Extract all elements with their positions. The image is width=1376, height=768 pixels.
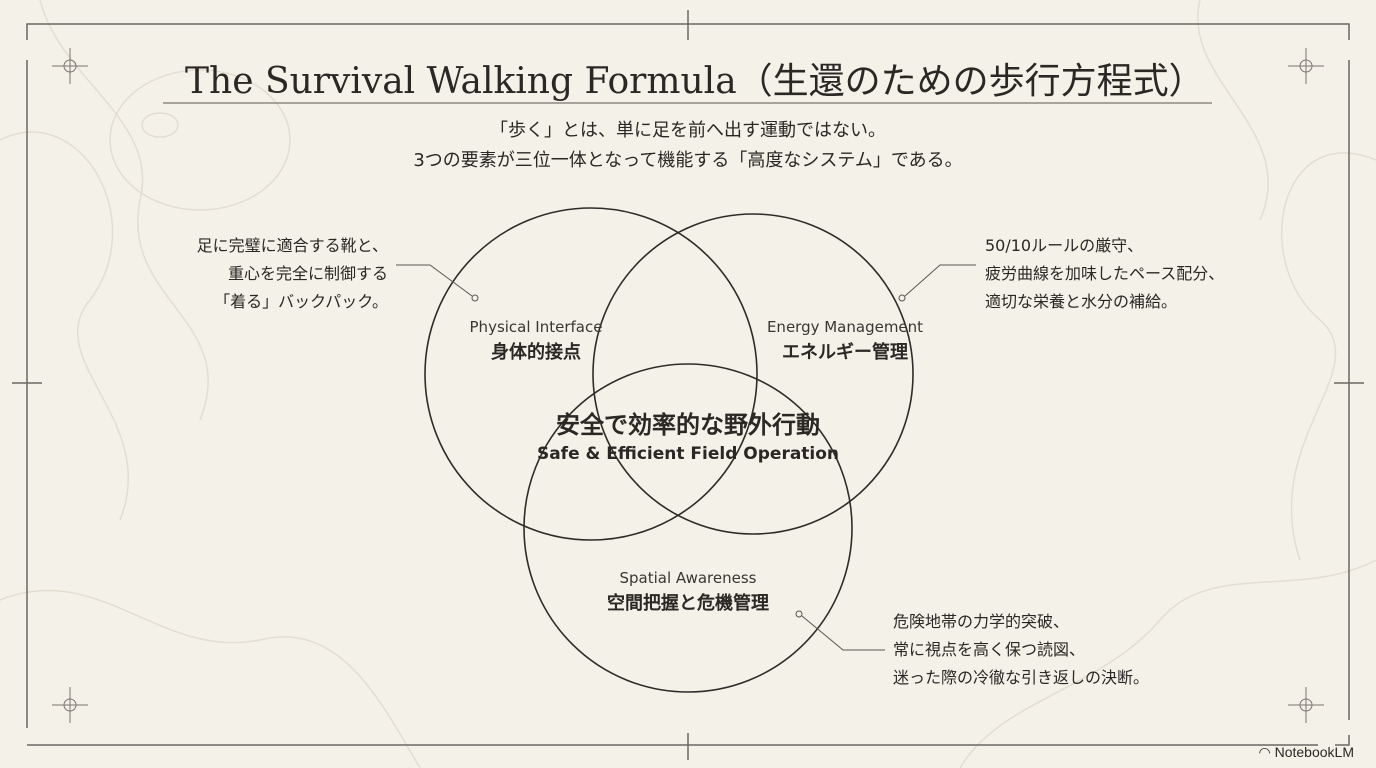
label-jp: 身体的接点 — [491, 342, 581, 363]
note-line: 常に視点を高く保つ読図、 — [893, 640, 1086, 659]
note-line: 危険地帯の力学的突破、 — [893, 612, 1070, 631]
note-line: 「着る」バックパック。 — [214, 292, 388, 311]
label-en: Physical Interface — [469, 318, 603, 336]
subtitle-line: 3つの要素が三位一体となって機能する「高度なシステム」である。 — [413, 150, 963, 171]
subtitle: 「歩く」とは、単に足を前へ出す運動ではない。 3つの要素が三位一体となって機能す… — [0, 116, 1376, 176]
label-jp: エネルギー管理 — [782, 342, 908, 363]
callout-spatial: 危険地帯の力学的突破、 常に視点を高く保つ読図、 迷った際の冷徹な引き返しの決断… — [893, 608, 1149, 692]
note-line: 重心を完全に制御する — [227, 264, 388, 283]
note-line: 適切な栄養と水分の補給。 — [985, 292, 1178, 311]
circle-physical — [424, 207, 758, 541]
brand-name: NotebookLM — [1274, 744, 1354, 760]
center-jp: 安全で効率的な野外行動 — [556, 411, 820, 439]
center-en: Safe & Efficient Field Operation — [536, 444, 840, 464]
brand-logo: ◠ NotebookLM — [1259, 744, 1355, 761]
callout-physical: 足に完璧に適合する靴と、 重心を完全に制御する 「着る」バックパック。 — [197, 232, 388, 316]
label-en: Energy Management — [766, 318, 924, 336]
note-line: 迷った際の冷徹な引き返しの決断。 — [893, 668, 1150, 687]
label-en: Spatial Awareness — [619, 569, 757, 587]
center-label: 安全で効率的な野外行動 Safe & Efficient Field Opera… — [488, 405, 888, 464]
notebooklm-icon: ◠ — [1258, 744, 1275, 760]
callout-energy: 50/10ルールの厳守、 疲労曲線を加味したペース配分、 適切な栄養と水分の補給… — [985, 232, 1224, 316]
subtitle-line: 「歩く」とは、単に足を前へ出す運動ではない。 — [490, 120, 886, 141]
label-jp: 空間把握と危機管理 — [607, 593, 769, 614]
label-spatial: Spatial Awareness 空間把握と危機管理 — [568, 569, 808, 615]
label-energy: Energy Management エネルギー管理 — [725, 318, 965, 364]
label-physical: Physical Interface 身体的接点 — [416, 318, 656, 364]
note-line: 50/10ルールの厳守、 — [985, 236, 1144, 255]
note-line: 疲労曲線を加味したペース配分、 — [985, 264, 1225, 283]
circle-energy — [592, 213, 914, 535]
note-line: 足に完璧に適合する靴と、 — [196, 236, 388, 255]
page-title: The Survival Walking Formula（生還のための歩行方程式… — [185, 61, 1205, 102]
circle-spatial — [523, 363, 853, 693]
